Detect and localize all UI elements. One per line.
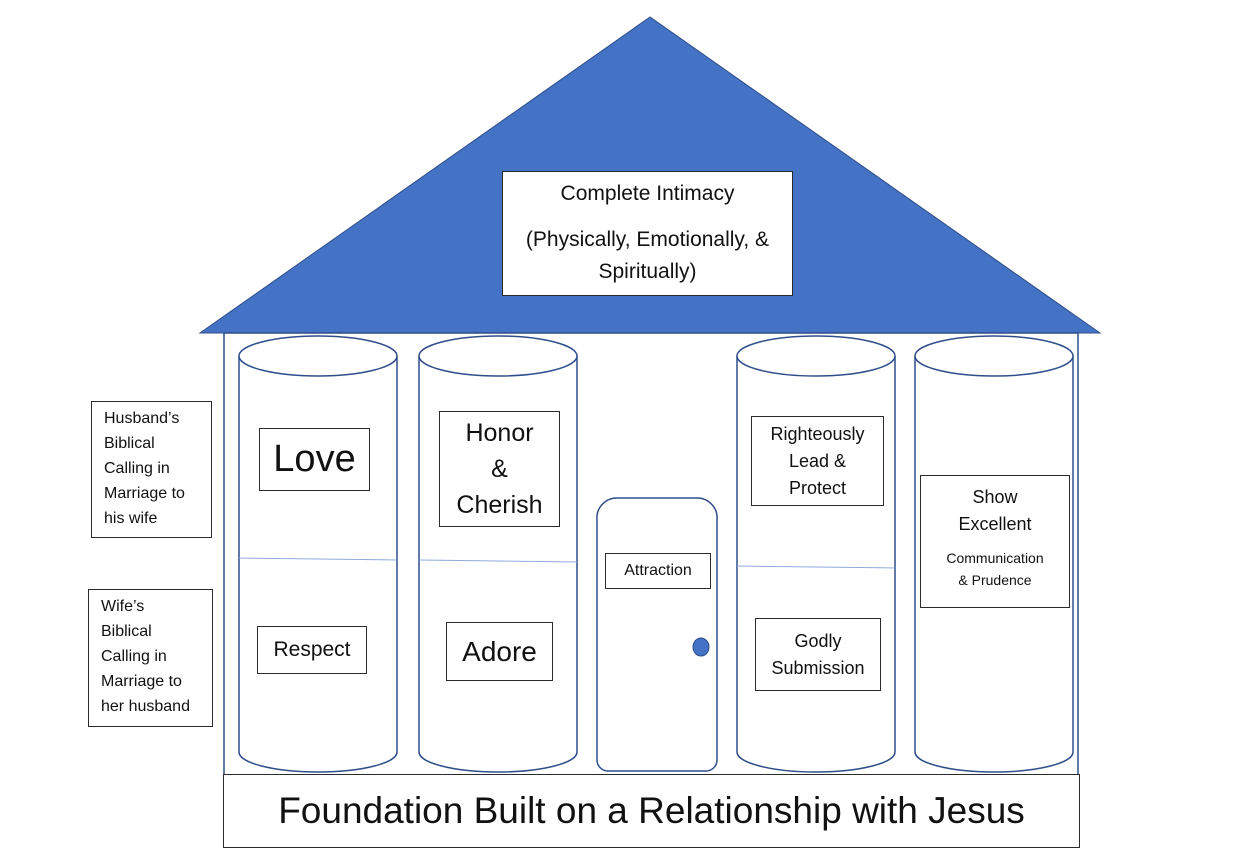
attraction-text: Attraction <box>624 562 692 579</box>
wife-label-line: Marriage to <box>101 673 182 690</box>
communication-label: Show Excellent Communication & Prudence <box>920 475 1070 608</box>
roof-subtitle-line2: Spiritually) <box>598 260 697 283</box>
roof-subtitle-line1: (Physically, Emotionally, & <box>525 228 770 251</box>
husband-label-line: Marriage to <box>104 485 185 502</box>
godly-text: Godly <box>794 630 842 651</box>
show-text: Show <box>972 487 1018 507</box>
communication-text: Communication <box>946 550 1044 566</box>
respect-label: Respect <box>257 626 367 674</box>
roof-label: Complete Intimacy (Physically, Emotional… <box>502 171 793 296</box>
pillar-love-respect <box>238 335 398 773</box>
cherish-text: Cherish <box>456 491 543 519</box>
wife-calling-label: Wife’s Biblical Calling in Marriage to h… <box>88 589 213 727</box>
husband-label-line: Calling in <box>104 460 170 477</box>
ampersand-text: & <box>491 455 508 483</box>
pillar-lead-submission <box>736 335 896 773</box>
protect-text: Protect <box>788 477 847 498</box>
adore-text: Adore <box>462 635 537 667</box>
lead-text: Lead & <box>788 450 847 471</box>
husband-label-line: his wife <box>104 510 158 527</box>
wife-label-line: Biblical <box>101 623 152 640</box>
pillar-honor-adore <box>418 335 578 773</box>
wife-label-line: her husband <box>101 698 190 715</box>
roof-title: Complete Intimacy <box>560 182 735 205</box>
honor-cherish-label: Honor & Cherish <box>439 411 560 527</box>
submission-label: Godly Submission <box>755 618 881 691</box>
husband-calling-label: Husband’s Biblical Calling in Marriage t… <box>91 401 212 538</box>
respect-text: Respect <box>273 638 351 661</box>
foundation-text: Foundation Built on a Relationship with … <box>278 790 1025 831</box>
attraction-label: Attraction <box>605 553 711 589</box>
adore-label: Adore <box>446 622 553 681</box>
love-text: Love <box>273 438 356 480</box>
submission-text: Submission <box>771 657 865 678</box>
righteously-text: Righteously <box>770 423 865 444</box>
foundation-label: Foundation Built on a Relationship with … <box>223 774 1080 848</box>
love-label: Love <box>259 428 370 491</box>
door <box>596 497 718 772</box>
excellent-text: Excellent <box>958 514 1032 534</box>
lead-protect-label: Righteously Lead & Protect <box>751 416 884 506</box>
husband-label-line: Biblical <box>104 435 155 452</box>
honor-text: Honor <box>465 419 534 447</box>
wife-label-line: Calling in <box>101 648 167 665</box>
prudence-text: & Prudence <box>958 572 1032 588</box>
door-knob <box>692 637 710 657</box>
husband-label-line: Husband’s <box>104 410 180 427</box>
wife-label-line: Wife’s <box>101 598 145 615</box>
